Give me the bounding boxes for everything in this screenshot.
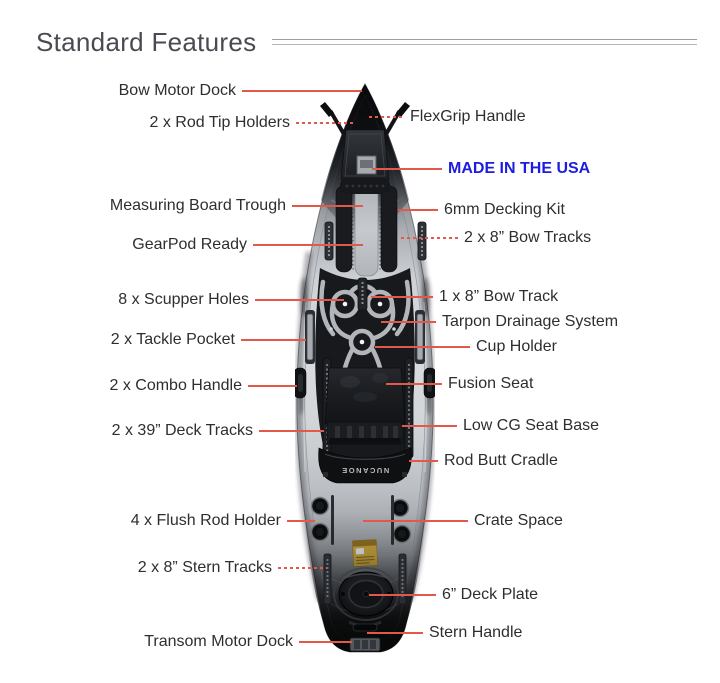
callout-label-tackle-pocket: 2 x Tackle Pocket — [110, 331, 235, 348]
bow-track-right — [417, 221, 427, 261]
tackle-pocket-left — [305, 310, 315, 364]
kayak-top-view-svg: NUCANOE — [293, 82, 437, 653]
title-divider — [272, 39, 697, 45]
callout-label-low-cg-seat-base: Low CG Seat Base — [463, 417, 600, 434]
callout-label-flexgrip-handle: FlexGrip Handle — [410, 108, 526, 125]
transom-motor-dock-shape — [349, 637, 381, 652]
stern-track-left — [323, 553, 332, 605]
callout-line-deck-plate-6in — [369, 594, 436, 596]
callout-line-tackle-pocket — [241, 339, 306, 341]
callout-line-flush-rod-holder — [287, 520, 315, 522]
callout-label-cup-holder: Cup Holder — [476, 338, 557, 355]
rod-tip-holder-left — [320, 102, 334, 117]
callout-line-stern-tracks-8 — [278, 567, 327, 569]
callout-line-tarpon-drainage-system — [381, 321, 436, 323]
callout-label-flush-rod-holder: 4 x Flush Rod Holder — [130, 512, 281, 529]
scupper-hole — [377, 301, 383, 307]
callout-label-made-in-the-usa: MADE IN THE USA — [448, 160, 591, 177]
callout-line-cup-holder — [375, 346, 470, 348]
scupper-hole — [329, 327, 333, 331]
callout-line-deck-tracks-39 — [259, 430, 324, 432]
measuring-board-trough-channel — [352, 183, 381, 277]
callout-line-gearpod-ready — [253, 244, 363, 246]
callout-line-bow-track-1x8 — [371, 296, 433, 298]
callout-line-combo-handle — [248, 385, 297, 387]
callout-label-gearpod-ready: GearPod Ready — [132, 236, 247, 253]
callout-label-deck-plate-6in: 6” Deck Plate — [442, 586, 539, 603]
callout-line-flexgrip-handle — [369, 116, 404, 118]
scupper-hole — [392, 327, 396, 331]
callout-label-rod-tip-holders: 2 x Rod Tip Holders — [149, 114, 290, 131]
callout-line-fusion-seat — [386, 383, 442, 385]
kayak-illustration: NUCANOE — [293, 82, 437, 662]
callout-line-crate-space — [363, 520, 468, 522]
combo-handle-left — [293, 367, 307, 399]
deck-channel-right — [380, 185, 398, 273]
callout-label-crate-space: Crate Space — [474, 512, 563, 529]
page-title: Standard Features — [36, 27, 257, 57]
rod-butt-cradle-shape: NUCANOE — [318, 447, 412, 484]
stern-track-right — [398, 553, 407, 605]
callout-line-decking-kit-6mm — [398, 209, 438, 211]
callout-line-rod-tip-holders — [296, 122, 353, 124]
callout-line-scupper-holes — [255, 299, 344, 301]
callout-label-bow-motor-dock: Bow Motor Dock — [118, 82, 236, 99]
bow-track-left — [324, 221, 334, 261]
callout-line-bow-tracks-2x8 — [401, 237, 458, 239]
callout-label-combo-handle: 2 x Combo Handle — [109, 377, 242, 394]
callout-label-scupper-holes: 8 x Scupper Holes — [118, 291, 249, 308]
deck-plate — [333, 567, 399, 621]
callout-label-bow-track-1x8: 1 x 8” Bow Track — [439, 288, 559, 305]
callout-label-deck-tracks-39: 2 x 39” Deck Tracks — [111, 422, 253, 439]
callout-label-rod-butt-cradle: Rod Butt Cradle — [444, 452, 558, 469]
callout-line-transom-motor-dock — [299, 641, 352, 643]
callout-label-decking-kit-6mm: 6mm Decking Kit — [444, 201, 565, 218]
center-bow-track — [357, 277, 368, 311]
callout-line-made-in-the-usa — [372, 168, 442, 170]
deck-channel-left — [335, 185, 353, 273]
callout-line-measuring-board-trough — [292, 205, 363, 207]
callout-label-stern-handle: Stern Handle — [429, 624, 523, 641]
callout-line-bow-motor-dock — [242, 90, 362, 92]
callout-label-measuring-board-trough: Measuring Board Trough — [109, 197, 286, 214]
scupper-hole — [342, 301, 348, 307]
hull-brand-text: NUCANOE — [341, 466, 389, 475]
callout-line-low-cg-seat-base — [402, 425, 457, 427]
fusion-seat-shape — [324, 367, 406, 445]
rod-tip-holder-right — [396, 102, 410, 117]
stern-handle-shape — [348, 620, 382, 632]
callout-label-bow-tracks-2x8: 2 x 8” Bow Tracks — [464, 229, 592, 246]
tackle-pocket-right — [415, 310, 425, 364]
callout-label-fusion-seat: Fusion Seat — [448, 375, 534, 392]
callout-label-stern-tracks-8: 2 x 8” Stern Tracks — [137, 559, 272, 576]
callout-label-transom-motor-dock: Transom Motor Dock — [144, 633, 293, 650]
cup-holder-hole — [359, 339, 365, 345]
callout-line-stern-handle — [367, 632, 423, 634]
callout-label-tarpon-drainage-system: Tarpon Drainage System — [442, 313, 619, 330]
deck-track-39-right — [404, 357, 414, 459]
callout-line-rod-butt-cradle — [409, 460, 438, 462]
